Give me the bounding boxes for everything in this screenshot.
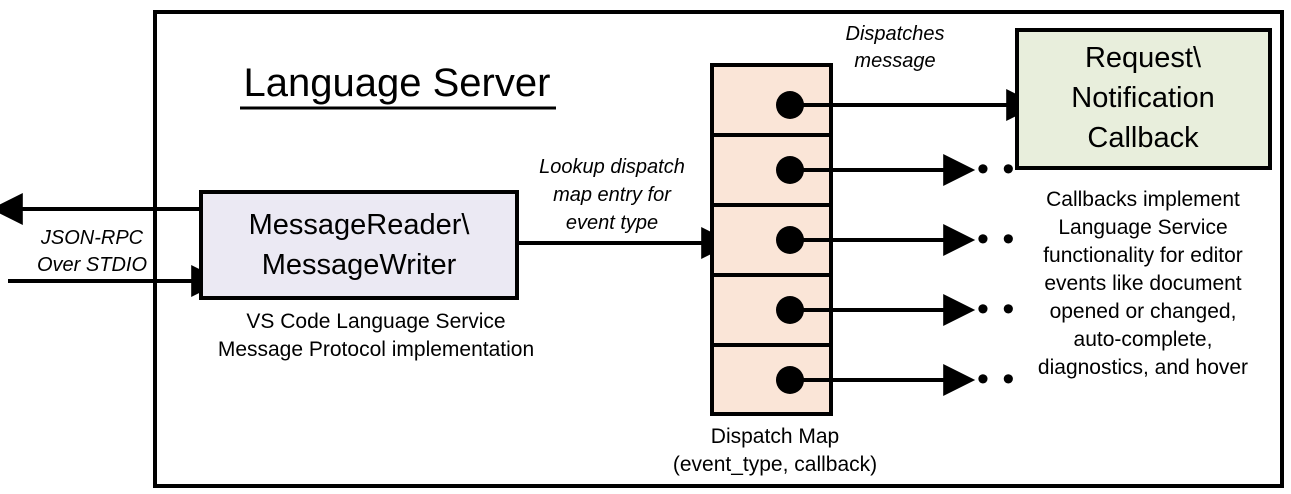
callback-note-line-2: Language Service <box>1058 216 1227 239</box>
dispatch-map-caption-line-1: Dispatch Map <box>711 425 839 448</box>
message-reader-writer-label-line-1: MessageReader\ <box>249 209 471 241</box>
callback-note-line-3: functionality for editor <box>1043 244 1243 267</box>
request-notification-callback-box[interactable] <box>1015 28 1272 170</box>
callback-box-label-line-1: Request\ <box>1085 42 1202 74</box>
dispatch-map-row-5-ellipsis: • • • <box>952 360 1017 398</box>
callback-note-line-1: Callbacks implement <box>1046 188 1240 211</box>
callback-note-line-6: auto-complete, <box>1074 328 1213 351</box>
dispatch-map-caption-line-2: (event_type, callback) <box>673 453 877 476</box>
lookup-label-line-3: event type <box>566 212 658 234</box>
callback-note-line-5: opened or changed, <box>1050 300 1237 323</box>
message-reader-writer-box[interactable] <box>199 190 519 300</box>
message-reader-writer-label-line-2: MessageWriter <box>262 249 457 281</box>
dispatch-map-row-2-ellipsis: • • • <box>952 150 1017 188</box>
stdio-label-line-1: JSON-RPC <box>40 227 144 249</box>
dispatch-map-row-3-ellipsis: • • • <box>952 220 1017 258</box>
callback-box-label-line-3: Callback <box>1087 122 1199 154</box>
dispatch-map-row-4-ellipsis: • • • <box>952 290 1017 328</box>
dispatches-label-line-2: message <box>854 50 935 72</box>
dispatches-label-line-1: Dispatches <box>846 23 945 45</box>
language-server-boundary <box>153 10 1284 488</box>
callback-box-label-line-2: Notification <box>1071 82 1214 114</box>
callback-note-line-4: events like document <box>1044 272 1241 295</box>
lookup-label-line-2: map entry for <box>553 184 672 206</box>
message-reader-writer-caption-line-2: Message Protocol implementation <box>218 338 534 361</box>
page-title: Language Server <box>244 61 551 105</box>
lookup-label-line-1: Lookup dispatch <box>539 156 685 178</box>
callback-note-line-7: diagnostics, and hover <box>1038 356 1248 379</box>
message-reader-writer-caption-line-1: VS Code Language Service <box>246 310 505 333</box>
stdio-label-line-2: Over STDIO <box>37 254 147 276</box>
